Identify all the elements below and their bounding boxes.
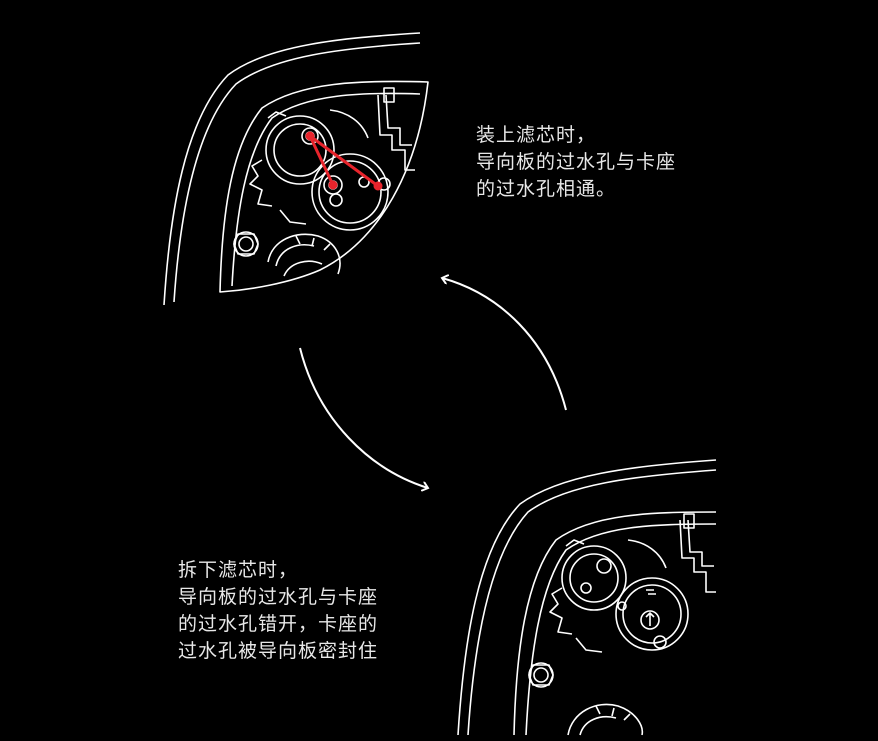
caption-line: 拆下滤芯时，	[178, 559, 299, 581]
flow-highlight	[305, 131, 383, 191]
cavity-outline	[513, 511, 717, 736]
housing-outline	[163, 32, 421, 306]
cavity-outline	[219, 80, 429, 293]
left-seat	[561, 545, 627, 611]
caption-line: 过水孔被导向板密封住	[178, 640, 379, 662]
guide-plate	[311, 153, 389, 231]
caption-installed: 装上滤芯时， 导向板的过水孔与卡座 的过水孔相通。	[476, 122, 676, 203]
caption-line: 导向板的过水孔与卡座	[476, 151, 677, 173]
housing-outline	[457, 459, 717, 736]
caption-line: 的过水孔相通。	[476, 178, 617, 200]
caption-removed: 拆下滤芯时， 导向板的过水孔与卡座 的过水孔错开，卡座的 过水孔被导向板密封住	[178, 557, 378, 665]
guide-plate	[615, 577, 689, 651]
bracket	[377, 94, 415, 171]
left-seat	[265, 115, 335, 185]
installed-illustration	[163, 32, 429, 306]
bracket	[679, 519, 716, 593]
curved-arrow-icon	[299, 347, 428, 488]
removed-illustration	[457, 459, 717, 736]
caption-line: 导向板的过水孔与卡座	[178, 586, 379, 608]
caption-line: 的过水孔错开，卡座的	[178, 613, 379, 635]
curved-arrow-icon	[442, 278, 567, 411]
caption-line: 装上滤芯时，	[476, 124, 597, 146]
